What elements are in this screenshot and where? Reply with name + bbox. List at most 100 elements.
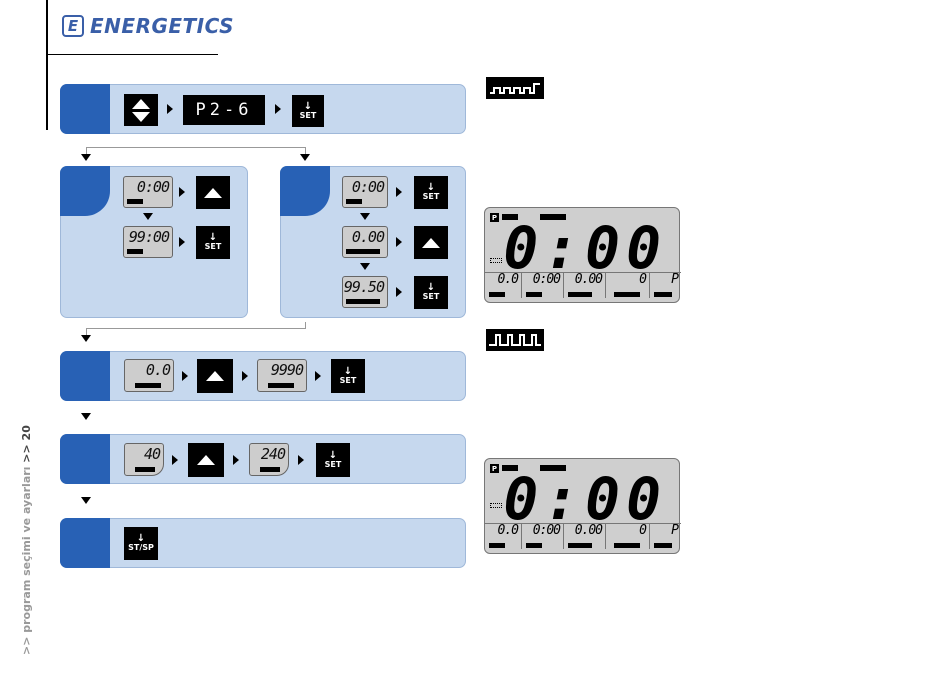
hill-profile-icon: [486, 77, 544, 99]
set-button[interactable]: ↓SET: [196, 226, 230, 259]
lcd-indicator: [268, 383, 294, 388]
up-button[interactable]: [188, 443, 224, 477]
down-icon: [132, 112, 150, 122]
lcd-indicator: [346, 199, 362, 204]
lcd-indicator: [135, 383, 161, 388]
side-caption: >> program seçimi ve ayarları >> 20: [20, 425, 33, 655]
flow-arrow-icon: [242, 371, 248, 381]
set-arrow-icon: ↓: [344, 367, 352, 376]
up-icon: [132, 99, 150, 109]
set-arrow-icon: ↓: [304, 102, 312, 111]
start-stop-arrow-icon: ↓: [137, 534, 145, 543]
lcd-cell-time: 0:00: [521, 523, 563, 549]
merge-connector: [305, 322, 306, 329]
interval-profile-graphic: [486, 329, 544, 351]
set-label: SET: [340, 376, 357, 386]
left-rule: [46, 0, 48, 130]
lcd-value: 0.0: [146, 361, 170, 379]
lcd-indicator: [346, 249, 380, 254]
lcd-cell-bar: [526, 292, 542, 297]
set-arrow-icon: ↓: [427, 183, 435, 192]
set-label: SET: [325, 460, 342, 470]
lcd-time: 0:00: [123, 176, 173, 208]
up-button[interactable]: [414, 226, 448, 259]
set-button[interactable]: ↓SET: [414, 176, 448, 209]
down-arrow-icon: [81, 154, 91, 161]
lcd-value: 0.00: [352, 228, 384, 246]
set-button[interactable]: ↓SET: [331, 359, 365, 393]
down-arrow-icon: [143, 213, 153, 220]
step-3-tab: [60, 351, 110, 401]
set-label: SET: [205, 242, 222, 252]
lcd-cell-value: 0.0: [498, 523, 518, 538]
page-number: >> 20: [20, 425, 33, 463]
flow-arrow-icon: [233, 455, 239, 465]
program-display: P2-6: [183, 95, 265, 125]
lcd-cell-bar: [526, 543, 542, 548]
lcd-cell-value: 0.00: [575, 523, 602, 538]
flow-arrow-icon: [315, 371, 321, 381]
flow-arrow-icon: [167, 104, 173, 114]
merge-connector: [86, 328, 306, 329]
step-2a-tab: [60, 166, 110, 216]
set-label: SET: [423, 292, 440, 302]
flow-arrow-icon: [275, 104, 281, 114]
step-5-panel: [60, 518, 466, 568]
lcd-value: 99.50: [344, 278, 384, 296]
lcd-cell-pulse: P: [649, 272, 681, 298]
set-button[interactable]: ↓SET: [414, 276, 448, 309]
lcd-cell-value: 0.0: [498, 272, 518, 287]
lcd-pulse: 240: [249, 443, 289, 476]
lcd-indicator: [127, 199, 143, 204]
down-arrow-icon: [300, 154, 310, 161]
lcd-value: 240: [261, 445, 285, 463]
step-5-tab: [60, 518, 110, 568]
flow-arrow-icon: [298, 455, 304, 465]
flow-arrow-icon: [179, 187, 185, 197]
lcd-speed: 99.50: [342, 276, 388, 308]
lcd-indicator: [260, 467, 280, 472]
lcd-value: 0:00: [137, 178, 169, 196]
lcd-value: 0:00: [352, 178, 384, 196]
up-icon: [206, 371, 224, 381]
start-stop-button[interactable]: ↓ST/SP: [124, 527, 158, 560]
up-button[interactable]: [197, 359, 233, 393]
up-button[interactable]: [196, 176, 230, 209]
down-arrow-icon: [360, 263, 370, 270]
lcd-cell-value: 0: [639, 272, 646, 287]
lcd-indicator: [346, 299, 380, 304]
step-2b-tab: [280, 166, 330, 216]
lcd-cell-bar: [614, 543, 640, 548]
lcd-cell-bar: [654, 292, 672, 297]
lcd-distance: 9990: [257, 359, 307, 392]
interval-profile-icon: [486, 329, 544, 351]
lcd-distance: 0.0: [124, 359, 174, 392]
program-indicator: P: [490, 464, 499, 473]
lcd-value: 99:00: [129, 228, 169, 246]
lcd-indicator: [127, 249, 143, 254]
lcd-cell-speed: 0.00: [563, 272, 605, 298]
set-button[interactable]: ↓SET: [292, 95, 324, 127]
header-rule: [48, 54, 218, 55]
flow-arrow-icon: [172, 455, 178, 465]
lcd-cell-distance: 0.0: [485, 523, 521, 549]
step-1-tab: [60, 84, 110, 134]
flow-arrow-icon: [396, 287, 402, 297]
lcd-cell-bar: [489, 543, 505, 548]
profile-mini-icon: [490, 503, 502, 508]
down-arrow-icon: [360, 213, 370, 220]
up-down-button[interactable]: [124, 94, 158, 126]
start-stop-label: ST/SP: [128, 543, 154, 553]
flow-arrow-icon: [182, 371, 188, 381]
lcd-cell-speed: 0.00: [563, 523, 605, 549]
profile-mini-icon: [490, 258, 502, 263]
lcd-value: 40: [144, 445, 160, 463]
set-arrow-icon: ↓: [427, 283, 435, 292]
lcd-cell-bar: [568, 292, 592, 297]
lcd-indicator: [135, 467, 155, 472]
lcd-time: 99:00: [123, 226, 173, 258]
flow-arrow-icon: [396, 237, 402, 247]
set-button[interactable]: ↓SET: [316, 443, 350, 477]
lcd-cell-bar: [654, 543, 672, 548]
lcd-panel-1: P 0:00 0.0 0:00 0.00 0 P: [484, 207, 680, 303]
